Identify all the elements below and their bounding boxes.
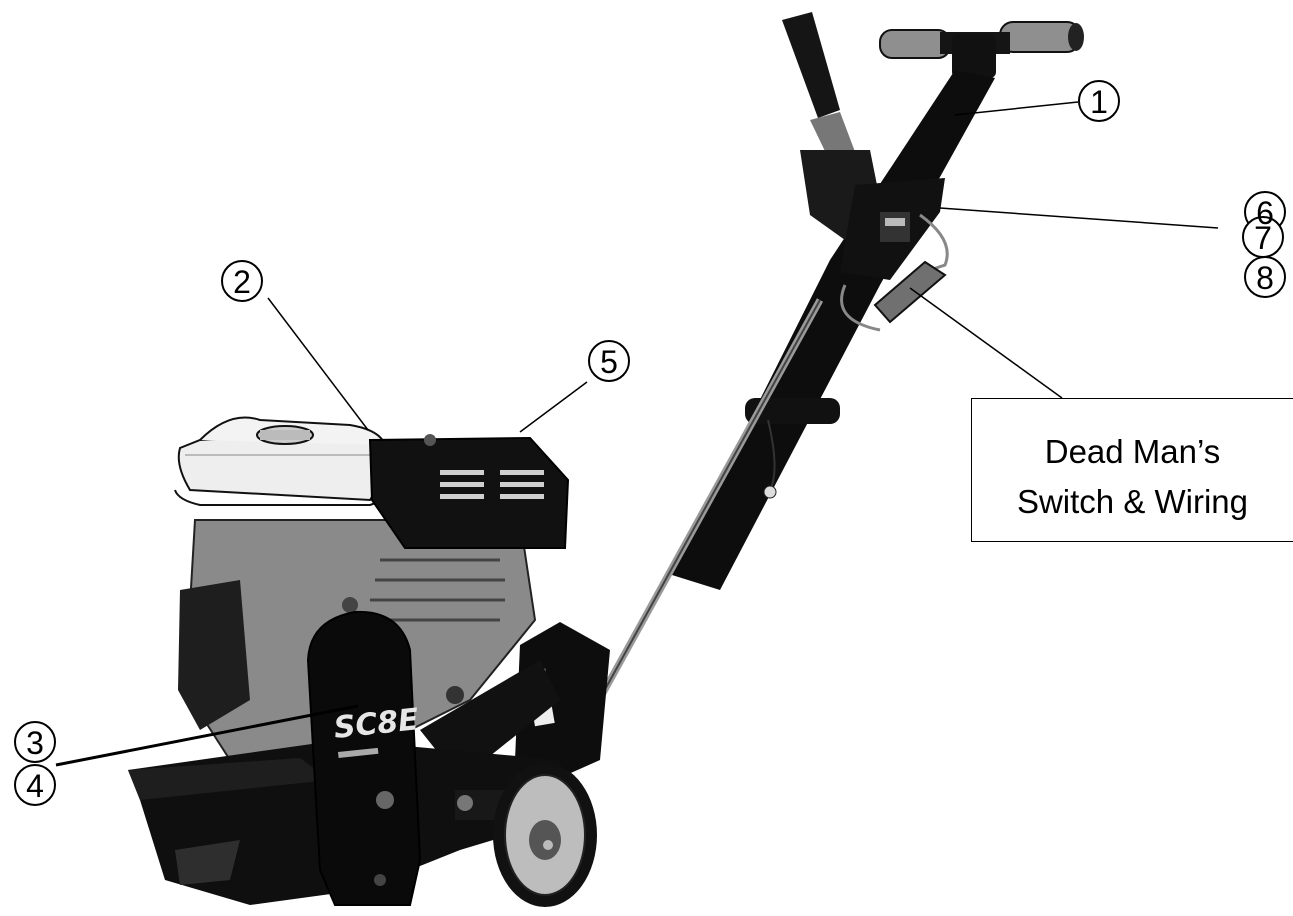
leader-dead-mans-switch xyxy=(909,287,1063,399)
leader-lines xyxy=(55,101,1219,767)
dead-mans-switch-note: Dead Man’s Switch & Wiring xyxy=(971,398,1293,542)
callout-label-2: 2 xyxy=(233,264,251,300)
muffler-shroud xyxy=(368,434,570,549)
callout-label-1: 1 xyxy=(1090,84,1108,120)
handle-left-grip xyxy=(879,29,951,59)
leader-3-4 xyxy=(55,704,359,767)
leader-5 xyxy=(519,381,588,433)
side-handle xyxy=(745,398,840,424)
callout-label-7: 7 xyxy=(1254,220,1272,256)
callout-label-6: 6 xyxy=(1256,195,1274,231)
rear-wheel xyxy=(493,763,597,907)
leader-1 xyxy=(954,101,1079,116)
dead-mans-switch xyxy=(840,213,949,332)
belt-guard: SC8E xyxy=(306,610,422,906)
callout-label-5: 5 xyxy=(600,344,618,380)
callout-label-8: 8 xyxy=(1256,260,1274,296)
callout-labels: 1 2 3 4 5 6 7 8 xyxy=(26,84,1274,804)
leader-2 xyxy=(267,297,369,431)
callout-label-4: 4 xyxy=(26,768,44,804)
callout-label-3: 3 xyxy=(26,725,44,761)
callout-circles xyxy=(14,80,1286,806)
switch-box xyxy=(840,178,945,280)
fuel-tank xyxy=(177,436,387,502)
leader-6-7-8 xyxy=(939,207,1219,229)
note-line-2: Switch & Wiring xyxy=(1016,483,1249,520)
handle-assembly xyxy=(551,12,1084,782)
note-line-1: Dead Man’s xyxy=(1044,433,1221,470)
